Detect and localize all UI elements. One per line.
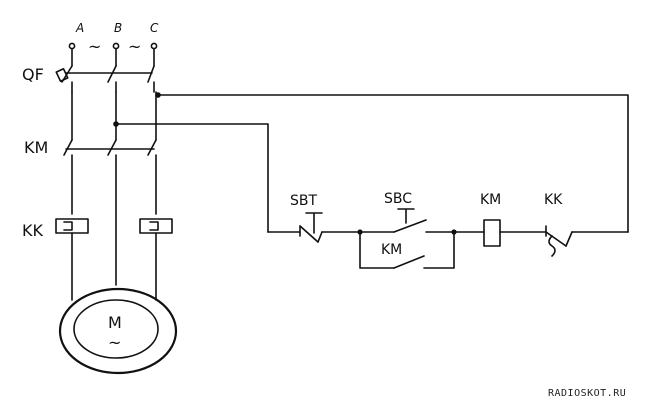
stop-button-label: SBT <box>290 193 317 209</box>
coil-label: KM <box>480 192 501 208</box>
relay-contact <box>545 231 567 247</box>
phase-c-label: C <box>150 21 159 35</box>
terminal-a <box>68 42 76 50</box>
hold-contact <box>393 255 425 269</box>
motor: M ~ <box>58 287 178 375</box>
stop-button-contact <box>299 225 319 243</box>
heater-c <box>139 218 173 234</box>
tilde-ab: ~ <box>88 37 101 56</box>
motor-inner <box>73 299 159 359</box>
start-button-contact <box>393 219 427 233</box>
main-contactor-label: KM <box>24 138 48 157</box>
motor-ac-symbol: ~ <box>108 333 121 352</box>
power-lines-upper <box>71 91 157 141</box>
control-taps <box>113 92 629 233</box>
start-button-label: SBC <box>384 191 412 207</box>
phase-a-label: A <box>75 21 84 35</box>
phase-b-label: B <box>114 21 122 35</box>
terminal-b <box>112 42 120 50</box>
thermal-relay-label: KK <box>22 221 43 240</box>
motor-outer <box>58 287 178 375</box>
coil-km <box>483 219 501 247</box>
relay-contact-label: KK <box>544 192 563 208</box>
watermark: RADIOSKOT.RU <box>548 388 626 399</box>
hold-contact-label: KM <box>381 242 402 258</box>
phase-terminals: A B C ~ ~ <box>68 21 159 56</box>
motor-label: M <box>108 313 122 332</box>
control-circuit: SBT SBC KM KM KK <box>267 191 629 269</box>
thermal-relay-kk: KK <box>22 218 173 301</box>
breaker-qf: QF <box>22 48 155 93</box>
main-contactor-km: KM <box>24 138 157 286</box>
breaker-label: QF <box>22 65 44 84</box>
terminal-c <box>150 42 158 50</box>
tilde-bc: ~ <box>128 37 141 56</box>
